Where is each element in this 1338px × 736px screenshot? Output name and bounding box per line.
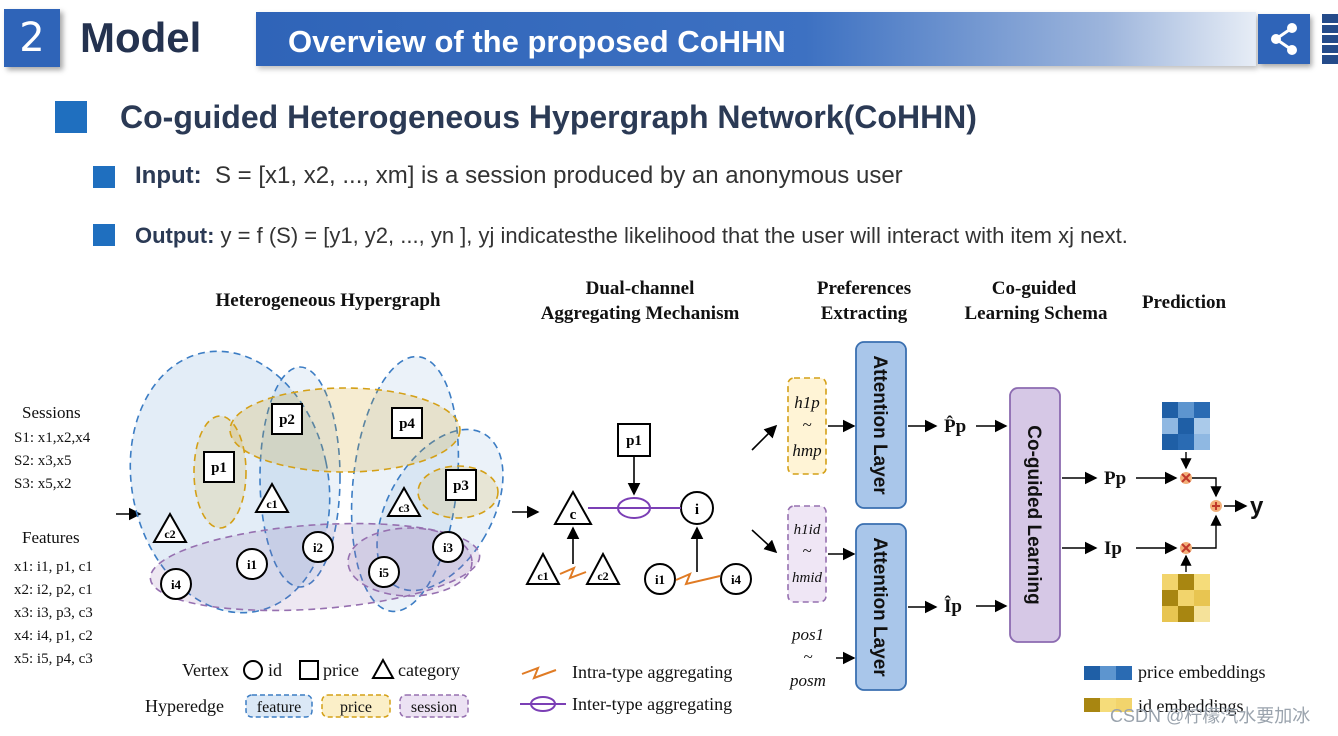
feature-x1: x1: i1, p1, c1 <box>14 559 93 575</box>
side-tab[interactable] <box>1322 14 1338 64</box>
tilde-price: ~ <box>802 415 811 434</box>
node-i3: i3 <box>443 540 454 555</box>
hyperedge-session <box>149 522 481 612</box>
legend-feature: feature <box>257 699 301 716</box>
dual-node-c2: c2 <box>597 569 608 583</box>
features-title: Features <box>22 528 80 547</box>
watermark: CSDN @柠檬汽水要加冰 <box>1110 706 1311 726</box>
tilde-id: ~ <box>802 541 811 560</box>
output-y: y <box>1250 493 1264 520</box>
input-line: Input: S = [x1, x2, ..., xm] is a sessio… <box>135 162 903 189</box>
legend-price-embeddings: price embeddings <box>1138 662 1265 682</box>
sessions-title: Sessions <box>22 403 81 422</box>
output-bullet <box>93 224 115 246</box>
dual-node-i4: i4 <box>731 572 742 587</box>
ip-label: Ip <box>1104 538 1122 559</box>
input-text: S = [x1, x2, ..., xm] is a session produ… <box>214 162 903 189</box>
node-p3: p3 <box>453 478 469 494</box>
legend-intra: Intra-type aggregating <box>572 662 732 682</box>
node-c2: c2 <box>164 527 175 541</box>
pos-top: pos1 <box>791 625 824 644</box>
header-dual-1: Dual-channel <box>586 278 695 299</box>
banner-title: Overview of the proposed CoHHN <box>288 24 786 59</box>
dual-node-i1: i1 <box>655 572 665 587</box>
legend-inter: Inter-type aggregating <box>572 694 732 714</box>
multiply-icon <box>1180 542 1192 554</box>
session-s2: S2: x3,x5 <box>14 453 72 469</box>
feature-x2: x2: i2, p2, c1 <box>14 582 93 598</box>
node-p4: p4 <box>399 416 415 432</box>
header-pref-2: Extracting <box>821 303 908 324</box>
section-number-badge: 2 <box>4 9 60 67</box>
attention-layer-id-label: Attention Layer <box>869 537 890 677</box>
feature-x3: x3: i3, p3, c3 <box>14 605 93 621</box>
pp-label: Pp <box>1104 468 1126 489</box>
title-banner <box>256 12 1256 66</box>
legend-session: session <box>411 699 457 716</box>
id-embedding-matrix <box>1162 574 1210 622</box>
h-id-bottom: hmid <box>792 570 823 586</box>
output-text: y = f (S) = [y1, y2, ..., yn ], yj indic… <box>220 223 1128 248</box>
session-s1: S1: x1,x2,x4 <box>14 430 91 446</box>
node-c1: c1 <box>266 497 277 511</box>
tilde-pos: ~ <box>803 647 812 666</box>
header-hypergraph: Heterogeneous Hypergraph <box>216 290 441 311</box>
output-label: Output: <box>135 223 215 248</box>
i-hat: Îp <box>944 595 962 617</box>
legend-price: price <box>323 660 359 680</box>
header-prediction: Prediction <box>1142 292 1227 313</box>
header-co-2: Learning Schema <box>964 303 1108 324</box>
node-i4: i4 <box>171 577 182 592</box>
header-co-1: Co-guided <box>992 278 1077 299</box>
main-heading: Co-guided Heterogeneous Hypergraph Netwo… <box>120 99 977 135</box>
attention-layer-id <box>855 523 907 691</box>
legend-hyperedge: Hyperedge <box>145 696 224 716</box>
output-line: Output: y = f (S) = [y1, y2, ..., yn ], … <box>135 220 1128 252</box>
node-i5: i5 <box>379 565 390 580</box>
feature-x4: x4: i4, p1, c2 <box>14 628 93 644</box>
section-title: Model <box>80 14 202 61</box>
node-p2: p2 <box>279 412 295 428</box>
legend-price-edge: price <box>340 699 372 716</box>
dual-node-p1: p1 <box>626 433 642 449</box>
node-c3: c3 <box>398 501 409 515</box>
attention-layer-price-label: Attention Layer <box>869 355 890 495</box>
pos-bottom: posm <box>789 671 826 690</box>
plus-icon <box>1210 500 1222 512</box>
co-guided-learning-label: Co-guided Learning <box>1023 425 1044 604</box>
session-s3: S3: x5,x2 <box>14 476 72 492</box>
price-embedding-matrix <box>1162 402 1210 450</box>
legend-id-embeddings: id embeddings <box>1138 696 1244 716</box>
legend-id: id <box>268 660 282 680</box>
menu-lines-icon <box>1322 23 1338 55</box>
attention-layer-price <box>855 341 907 509</box>
input-label: Input <box>135 162 194 189</box>
node-p1: p1 <box>211 460 227 476</box>
share-button[interactable] <box>1258 14 1310 64</box>
h-price-bottom: hmp <box>792 441 821 460</box>
node-i2: i2 <box>313 540 323 555</box>
header-dual-2: Aggregating Mechanism <box>541 303 740 324</box>
dual-node-c: c <box>570 507 577 523</box>
input-bullet <box>93 166 115 188</box>
multiply-icon <box>1180 472 1192 484</box>
share-icon <box>1271 23 1297 55</box>
heading-bullet <box>55 101 87 133</box>
node-i1: i1 <box>247 557 257 572</box>
p-hat: P̂p <box>944 416 966 437</box>
dual-channel-graph: p1 c i c1 c2 i1 i4 <box>525 423 752 595</box>
legend-category: category <box>398 660 460 680</box>
dual-node-i: i <box>695 502 699 518</box>
feature-x5: x5: i5, p4, c3 <box>14 651 93 667</box>
hyperedge-price <box>229 387 461 473</box>
header-pref-1: Preferences <box>817 278 911 299</box>
co-guided-learning-block <box>1009 387 1061 643</box>
cohhn-diagram: Heterogeneous Hypergraph Dual-channel Ag… <box>14 278 1265 718</box>
dual-node-c1: c1 <box>537 569 548 583</box>
h-id-top: h1id <box>794 522 821 538</box>
h-price-top: h1p <box>794 393 820 412</box>
legend-vertex: Vertex <box>182 660 229 680</box>
